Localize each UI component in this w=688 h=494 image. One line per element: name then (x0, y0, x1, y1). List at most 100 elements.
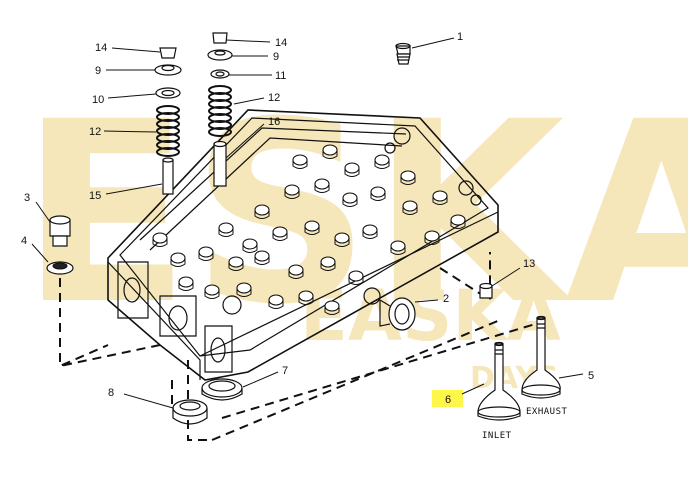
callout-7: 7 (282, 365, 288, 377)
valve-pocket-wall (292, 160, 308, 169)
valve-pocket (374, 154, 390, 166)
valve-pocket-wall (334, 238, 350, 247)
callout-6: 6 (445, 394, 451, 406)
seal-part-2 (379, 297, 416, 331)
valve-pocket-wall (288, 270, 304, 279)
valve-pocket (288, 264, 304, 276)
valve-pocket-wall (374, 160, 390, 169)
valve-pocket (170, 252, 186, 264)
seal-ring-left (155, 87, 181, 99)
valve-pocket-wall (284, 190, 300, 199)
valve-pocket (390, 240, 406, 252)
valve-pocket-wall (228, 262, 244, 271)
callout-9-left: 9 (95, 65, 101, 77)
inlet-label: INLET (482, 431, 512, 441)
callout-16: 16 (268, 116, 280, 128)
valve-pocket (322, 144, 338, 156)
valve-pocket (284, 184, 300, 196)
callout-15: 15 (89, 190, 101, 202)
cap-part-13 (479, 282, 493, 299)
valve-pocket (314, 178, 330, 190)
callouts: 14 9 10 12 15 14 9 11 12 16 1 3 4 2 13 7… (21, 31, 594, 406)
valve-train-right (207, 32, 233, 187)
valve-pocket (342, 192, 358, 204)
valve-pocket (228, 256, 244, 268)
valve-guide-left (162, 159, 174, 195)
valve-pocket (402, 200, 418, 212)
valve-pocket-wall (304, 226, 320, 235)
valve-pocket (370, 186, 386, 198)
valve-spring-right (208, 85, 232, 137)
spring-coil (156, 147, 180, 157)
callout-12-right: 12 (268, 92, 280, 104)
valve-pocket-wall (322, 150, 338, 159)
valve-pocket-wall (152, 238, 168, 247)
valve-pocket (334, 232, 350, 244)
seat-ring-part-8 (172, 399, 208, 425)
valve-cap-right (212, 32, 228, 44)
valve-pocket-wall (324, 306, 340, 315)
assembly-lines (59, 252, 543, 441)
valve-pocket (254, 204, 270, 216)
valve-pocket-wall (242, 244, 258, 253)
leader-lines (31, 37, 584, 409)
valve-pocket-wall (314, 184, 330, 193)
valve-pocket-wall (400, 176, 416, 185)
valve-pocket-wall (198, 252, 214, 261)
valve-pocket (236, 282, 252, 294)
valve-pocket (218, 222, 234, 234)
callout-14-left: 14 (95, 42, 107, 54)
callout-8: 8 (108, 387, 114, 399)
valve-pocket-wall (236, 288, 252, 297)
valve-pocket-wall (254, 256, 270, 265)
valve-pocket (400, 170, 416, 182)
callout-11: 11 (275, 70, 286, 82)
callout-3: 3 (24, 192, 30, 204)
valve-pocket-wall (344, 168, 360, 177)
inlet-valve (477, 341, 521, 421)
callout-14-right: 14 (275, 37, 287, 49)
valve-pocket (432, 190, 448, 202)
valve-pocket-wall (362, 230, 378, 239)
valve-pocket-wall (272, 232, 288, 241)
valve-pocket-wall (254, 210, 270, 219)
valve-pocket-wall (320, 262, 336, 271)
valve-pocket-wall (450, 220, 466, 229)
valve-pocket-wall (370, 192, 386, 201)
valve-pocket (362, 224, 378, 236)
valve-pocket-wall (204, 290, 220, 299)
valve-pocket-wall (170, 258, 186, 267)
valve-pocket-wall (390, 246, 406, 255)
seat-ring-part-7 (201, 378, 243, 401)
valve-pocket (348, 270, 364, 282)
valve-pocket (204, 284, 220, 296)
valve-spring-left (156, 105, 180, 157)
valve-pocket (272, 226, 288, 238)
valve-pocket (198, 246, 214, 258)
callout-1: 1 (457, 31, 463, 43)
valve-pocket-wall (298, 296, 314, 305)
valve-pocket-wall (348, 276, 364, 285)
spring-coil (208, 127, 232, 137)
watermark-secondary: EASKA (300, 275, 561, 357)
valve-pocket (344, 162, 360, 174)
valve-pocket (450, 214, 466, 226)
valve-pocket-wall (342, 198, 358, 207)
washer-part-4 (46, 261, 74, 275)
callout-4: 4 (21, 235, 27, 247)
valve-pocket (152, 232, 168, 244)
keeper-right (210, 69, 230, 79)
watermark-main: ESKA (20, 68, 688, 359)
exhaust-label: EXHAUST (526, 407, 568, 417)
cylinder-head-block (107, 109, 499, 381)
valve-pocket-wall (402, 206, 418, 215)
callout-10: 10 (92, 94, 104, 106)
valve-pocket (304, 220, 320, 232)
valve-pocket (298, 290, 314, 302)
valve-pocket (242, 238, 258, 250)
valve-pocket (178, 276, 194, 288)
exhaust-valve (521, 315, 561, 399)
callout-5: 5 (588, 370, 594, 382)
